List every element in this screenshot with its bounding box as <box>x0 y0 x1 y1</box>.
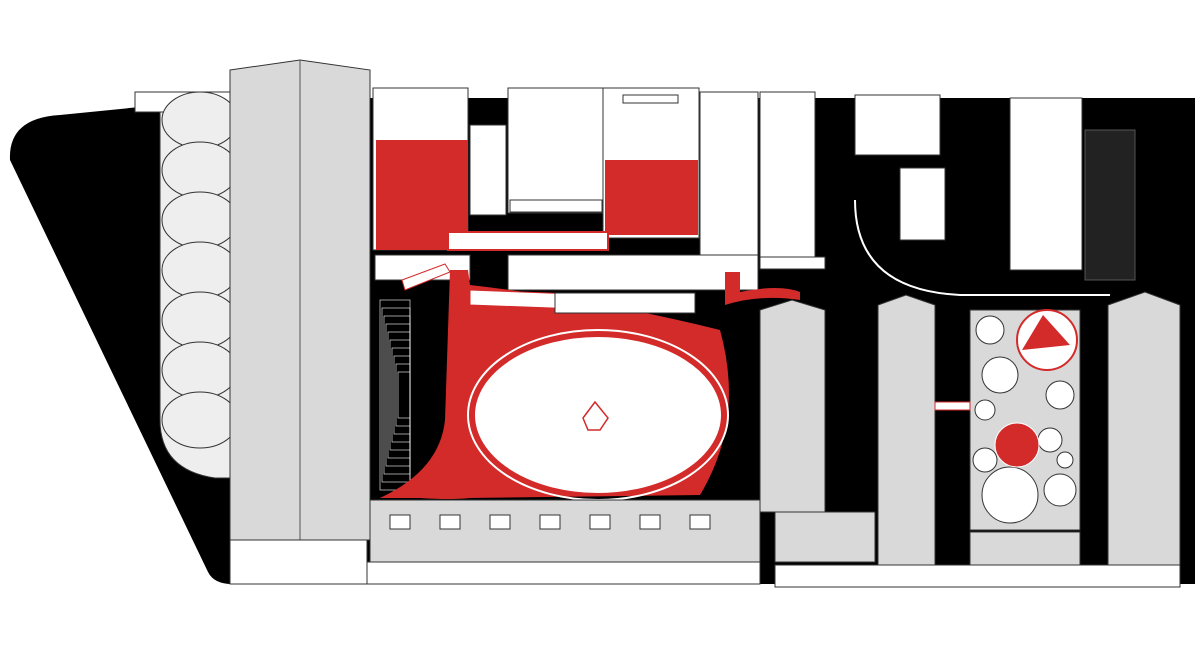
seating-step <box>397 371 411 419</box>
tank <box>161 141 239 199</box>
tank <box>161 291 239 349</box>
garden-circle <box>972 447 998 473</box>
window <box>589 514 611 530</box>
window <box>539 514 561 530</box>
right-complex <box>759 94 1181 588</box>
window <box>689 514 711 530</box>
window <box>489 514 511 530</box>
triangle-pavilion-icon <box>1022 315 1070 350</box>
tank-column <box>134 91 239 479</box>
garden-circle <box>981 356 1019 394</box>
garden-circle <box>975 315 1005 345</box>
garden-circle <box>1056 451 1074 469</box>
stepped-seating <box>379 299 411 491</box>
tank <box>161 341 239 399</box>
pavilion-icon <box>582 400 609 431</box>
left-hall <box>229 59 371 585</box>
tank <box>161 91 239 149</box>
window <box>439 514 461 530</box>
tank <box>161 241 239 299</box>
window <box>639 514 661 530</box>
garden-circle <box>974 399 996 421</box>
garden-circle <box>1043 473 1077 507</box>
central-courtyard <box>380 263 800 501</box>
bottom-strip <box>366 499 761 585</box>
tank <box>161 191 239 249</box>
garden-circle <box>1037 427 1063 453</box>
red-circle-pavilion <box>994 422 1040 468</box>
garden-circle <box>981 466 1039 524</box>
top-buildings <box>372 87 826 291</box>
tank <box>161 391 239 449</box>
window <box>389 514 411 530</box>
garden-circle <box>1045 380 1075 410</box>
